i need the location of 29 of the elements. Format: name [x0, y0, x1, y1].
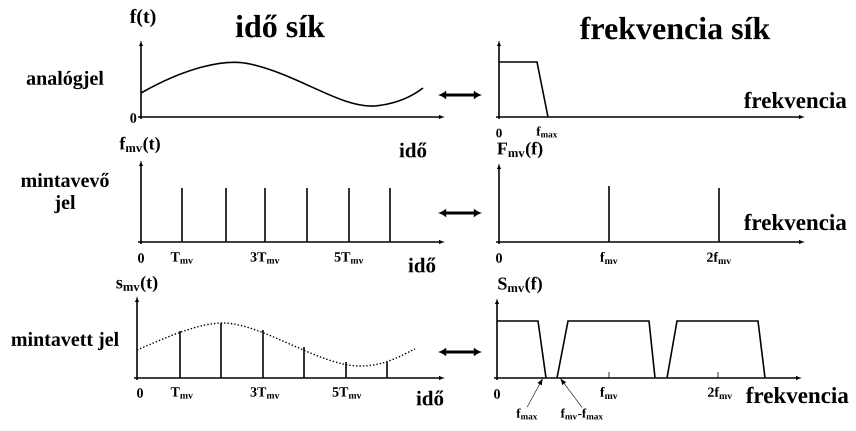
leader-line [526, 378, 543, 408]
tick-label: 0 [496, 128, 502, 138]
tick-label: f$_{max}$ [536, 126, 558, 138]
row-label: analógjel [26, 70, 104, 90]
plot-drawing [138, 162, 444, 244]
leader-label: f$_{mv}$-f$_{max}$ [560, 408, 603, 420]
row-label: mintavevő jel [21, 172, 109, 214]
tick-label: 5T$_{mv}$ [334, 252, 364, 264]
axis-title: idő [416, 390, 444, 406]
axis-title: frekvencia [744, 92, 846, 108]
axis-title: f$_{mv}$(t) [120, 136, 160, 154]
tick-label: 3T$_{mv}$ [250, 252, 280, 264]
axis-title: idő [399, 142, 426, 158]
tick-label: 0 [130, 113, 136, 123]
leader-label: f$_{max}$ [516, 408, 538, 420]
tick-label: 0 [496, 253, 502, 263]
double-arrow [440, 348, 480, 356]
tick-label: 2f$_{mv}$ [706, 252, 732, 264]
double-arrow [440, 209, 480, 217]
axis-title: frekvencia [746, 386, 848, 404]
axis-title: idő [408, 258, 436, 272]
plot-drawing [138, 42, 444, 119]
tick-label: 0 [138, 253, 144, 263]
double-arrow [440, 91, 480, 99]
axis-title: frekvencia [744, 214, 846, 230]
plot-drawing [494, 300, 800, 380]
leader-line [560, 378, 582, 408]
axis-title: F$_{mv}$(f) [497, 142, 542, 158]
plot-drawing [134, 298, 444, 380]
